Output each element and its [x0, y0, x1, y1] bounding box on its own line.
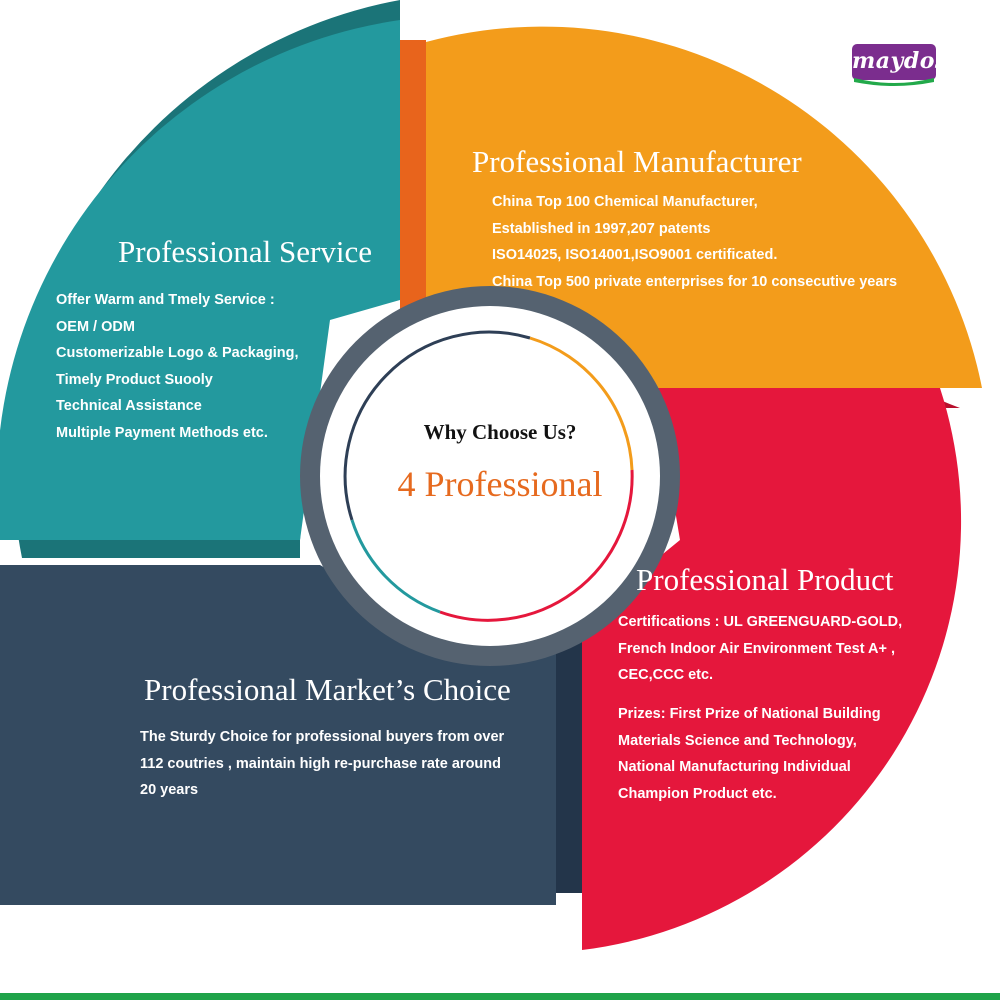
center-circle	[320, 306, 660, 646]
manufacturer-title: Professional Manufacturer	[472, 144, 802, 179]
product-prize-line: Champion Product etc.	[618, 785, 777, 802]
center-headline: 4 Professional	[397, 464, 603, 504]
product-list: Certifications : UL GREENGUARD-GOLD, Fre…	[618, 609, 902, 689]
market-title: Professional Market’s Choice	[144, 672, 511, 707]
manufacturer-line: China Top 100 Chemical Manufacturer,	[492, 194, 758, 210]
product-quadrant	[582, 388, 962, 950]
product-line: French Indoor Air Environment Test A+ ,	[618, 640, 896, 657]
logo-swoosh	[854, 78, 934, 86]
service-list: Offer Warm and Tmely Service : OEM / ODM…	[56, 287, 299, 446]
service-line: Technical Assistance	[56, 398, 202, 414]
product-title: Professional Product	[636, 562, 894, 597]
center-arc-red	[439, 469, 634, 622]
service-quadrant	[0, 20, 400, 540]
market-list: The Sturdy Choice for professional buyer…	[140, 724, 504, 804]
logo-badge	[852, 44, 936, 80]
center-arc-teal	[350, 519, 441, 614]
product-line: Certifications : UL GREENGUARD-GOLD,	[618, 614, 903, 630]
manufacturer-quadrant	[426, 26, 982, 388]
service-line: Timely Product Suooly	[56, 371, 213, 388]
service-line: Multiple Payment Methods etc.	[56, 424, 268, 441]
service-title: Professional Service	[118, 234, 372, 269]
product-prizes-list: Prizes: First Prize of National Building…	[618, 701, 881, 807]
center-arc-navy	[343, 330, 531, 521]
service-line: Customerizable Logo & Packaging,	[56, 345, 299, 361]
market-line: 20 years	[140, 782, 199, 798]
service-line: OEM / ODM	[56, 318, 135, 335]
manufacturer-line: ISO14025, ISO14001,ISO9001 certificated.	[492, 247, 778, 263]
product-prize-line: Materials Science and Technology,	[618, 732, 857, 749]
market-line: 112 coutries , maintain high re-purchase…	[140, 755, 501, 772]
logo: maydos	[852, 44, 948, 88]
product-prize-line: Prizes: First Prize of National Building	[618, 706, 881, 722]
manufacturer-shadow	[400, 40, 426, 310]
center-arc-orange	[529, 336, 634, 471]
footer-bar	[0, 993, 1000, 1000]
product-prize-line: National Manufacturing Individual	[618, 759, 851, 775]
manufacturer-list: China Top 100 Chemical Manufacturer, Est…	[492, 189, 897, 295]
product-line: CEC,CCC etc.	[618, 667, 714, 683]
center-question: Why Choose Us?	[423, 420, 577, 444]
market-line: The Sturdy Choice for professional buyer…	[140, 729, 505, 745]
manufacturer-line: Established in 1997,207 patents	[492, 220, 711, 237]
manufacturer-line: China Top 500 private enterprises for 10…	[492, 273, 898, 290]
service-line: Offer Warm and Tmely Service :	[56, 292, 275, 308]
logo-text: maydos	[852, 48, 948, 74]
